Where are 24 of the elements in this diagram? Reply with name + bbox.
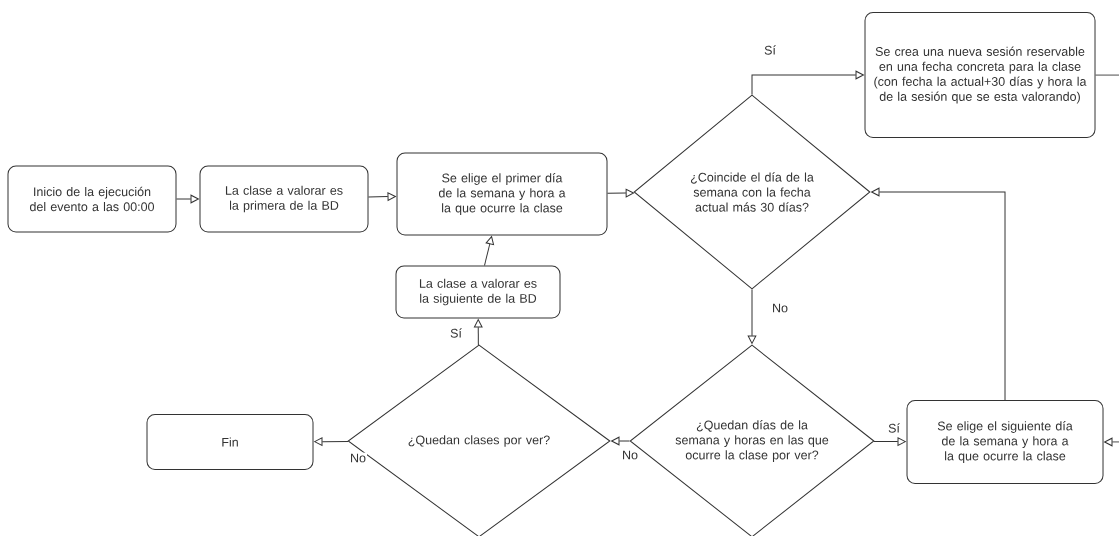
process-box: Inicio de la ejecución del evento a las 00:00	[7, 165, 177, 233]
edge-label: Sí	[449, 327, 463, 339]
arrow	[607, 188, 635, 198]
arrow	[484, 236, 495, 266]
process-box: La clase a valorar es la primera de la BD	[199, 165, 369, 233]
arrow	[873, 437, 906, 446]
edge-label: Sí	[887, 422, 901, 434]
process-box: Fin	[146, 414, 314, 470]
arrow	[368, 192, 396, 201]
arrow	[871, 187, 1006, 401]
arrow	[747, 289, 757, 344]
arrow	[473, 319, 483, 346]
process-box: Se elige el primer día de la semana y hora a la que ocurre la clase	[396, 152, 608, 236]
edge-label: No	[349, 452, 367, 464]
arrow	[314, 437, 349, 446]
arrow	[1095, 74, 1119, 447]
edge-label: Sí	[763, 44, 777, 56]
process-box: La clase a valorar es la siguiente de la BD	[395, 265, 561, 319]
arrow	[751, 70, 864, 95]
process-box: Se elige el siguiente día de la semana y hora a la que ocurre la clase	[906, 400, 1104, 484]
arrow	[611, 436, 630, 446]
process-box: Se crea una nueva sesión reservable en una fecha concreta para la clase (con fecha la actual+30 días y hora la de la sesión que se esta valorando)	[864, 12, 1096, 138]
arrow	[176, 194, 199, 204]
edge-label: No	[771, 302, 789, 314]
